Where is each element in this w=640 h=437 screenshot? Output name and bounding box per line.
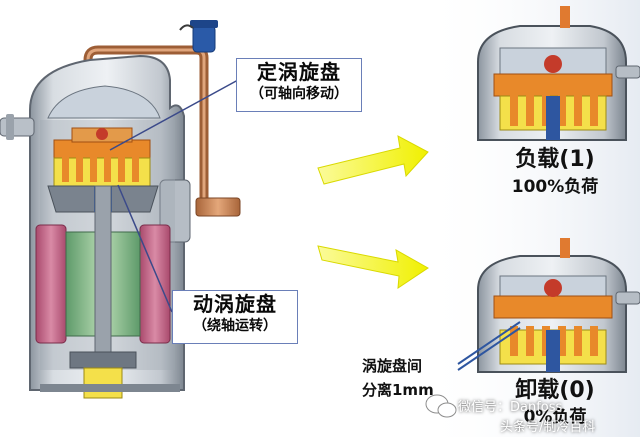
stator-winding-right [139, 224, 171, 344]
arrow-to-unloaded [317, 245, 429, 289]
orbiting-scroll-callout: 动涡旋盘 （绕轴运转） [172, 290, 298, 344]
loaded-state-load: 100%负荷 [511, 177, 599, 197]
orbiting-scroll-title: 动涡旋盘 [193, 292, 277, 316]
watermark-source: 头条号/制冷百科 [500, 420, 596, 435]
wechat-icon [425, 394, 457, 418]
callout-line-orbiting [117, 184, 173, 313]
fixed-scroll-note: （可轴向移动） [250, 86, 348, 102]
suction-port [0, 117, 35, 137]
loaded-state-title: 负载(1) [515, 147, 595, 172]
oil-pump [83, 367, 123, 399]
main-compressor [0, 20, 241, 399]
separation-label-line2: 分离1mm [362, 381, 434, 399]
pipe-fitting [195, 197, 241, 217]
unloaded-fixed-scroll [493, 295, 613, 319]
loaded-compressor [477, 6, 640, 141]
stator-winding-left [35, 224, 67, 344]
separation-pointer-2 [457, 327, 521, 371]
unloaded-state-load: 0%负荷 [523, 407, 587, 427]
separation-pointer-1 [457, 321, 521, 365]
fixed-scroll-callout: 定涡旋盘 （可轴向移动） [236, 58, 362, 112]
unloaded-compressor [477, 238, 640, 373]
solenoid-valve [192, 25, 216, 53]
orbiting-scroll [53, 154, 151, 187]
unloaded-state-title: 卸载(0) [515, 378, 595, 403]
fixed-scroll-title: 定涡旋盘 [257, 60, 341, 84]
separation-label-line1: 涡旋盘间 [362, 357, 423, 375]
callout-line-fixed [109, 79, 239, 151]
orbiting-scroll-note: （绕轴运转） [193, 318, 277, 334]
arrow-to-loaded [317, 135, 429, 185]
watermark-wechat: 微信号：Danfoss [458, 400, 563, 415]
